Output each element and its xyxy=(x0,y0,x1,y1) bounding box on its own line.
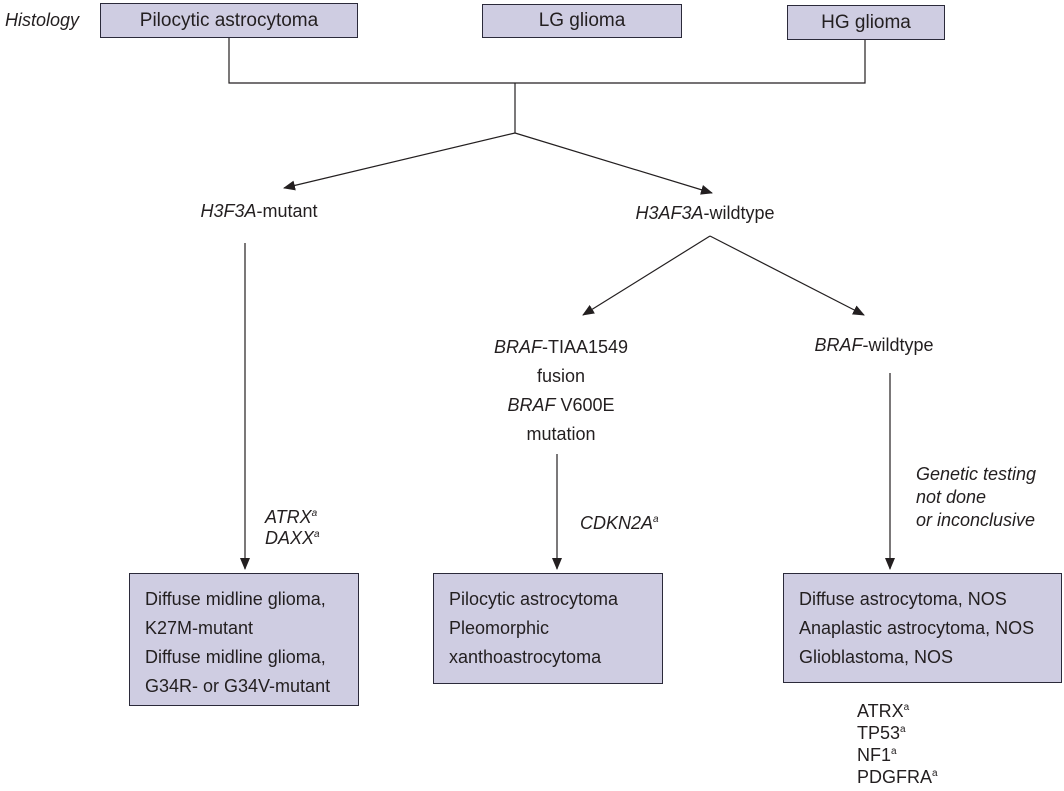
histology-pilocytic-box: Pilocytic astrocytoma xyxy=(100,3,358,38)
result-line: K27M-mutant xyxy=(145,618,254,638)
histology-lg-glioma-label: LG glioma xyxy=(538,10,626,31)
result-line: Glioblastoma, NOS xyxy=(799,647,954,667)
result-line: Pleomorphic xyxy=(449,618,550,638)
arrow-to-braf-wildtype xyxy=(709,235,865,316)
h3f3a-mutant-label: H3F3A-mutant xyxy=(200,201,318,221)
arrow-to-h3-wildtype xyxy=(514,132,713,195)
result-line: Diffuse midline glioma, xyxy=(145,589,326,609)
braf-wildtype-label: BRAF-wildtype xyxy=(814,335,934,355)
result-pilocytic-box: Pilocytic astrocytoma Pleomorphic xantho… xyxy=(433,573,663,684)
result-line: Pilocytic astrocytoma xyxy=(449,589,619,609)
genetic-testing-note: Genetic testing not done or inconclusive xyxy=(916,464,1037,530)
fusion-marker: CDKN2Aa xyxy=(580,513,659,533)
braf-fusion-label: BRAF-TIAA1549 fusion BRAF V600E mutation xyxy=(493,337,629,444)
histology-hg-glioma-label: HG glioma xyxy=(821,11,911,33)
histology-lg-glioma-box: LG glioma xyxy=(482,4,682,38)
histology-pilocytic-label: Pilocytic astrocytoma xyxy=(139,9,319,31)
result-midline-glioma-box: Diffuse midline glioma, K27M-mutant Diff… xyxy=(129,573,359,706)
result-line: Diffuse midline glioma, xyxy=(145,647,326,667)
arrow-to-h3-mutant xyxy=(283,132,516,191)
result-line: xanthoastrocytoma xyxy=(449,647,602,667)
nos-markers: ATRXa TP53a NF1a PDGFRAa xyxy=(857,701,938,787)
mutant-markers: ATRXa DAXXa xyxy=(265,507,320,548)
histology-label: Histology xyxy=(5,10,80,30)
histology-hg-glioma-box: HG glioma xyxy=(787,5,945,40)
result-line: Diffuse astrocytoma, NOS xyxy=(799,589,1007,609)
h3af3a-wildtype-label: H3AF3A-wildtype xyxy=(635,203,775,223)
result-line: Anaplastic astrocytoma, NOS xyxy=(799,618,1035,638)
result-line: G34R- or G34V-mutant xyxy=(145,676,331,696)
result-nos-box: Diffuse astrocytoma, NOS Anaplastic astr… xyxy=(783,573,1062,683)
arrow-to-braf-fusion xyxy=(582,235,711,316)
merge-bracket xyxy=(228,38,866,84)
